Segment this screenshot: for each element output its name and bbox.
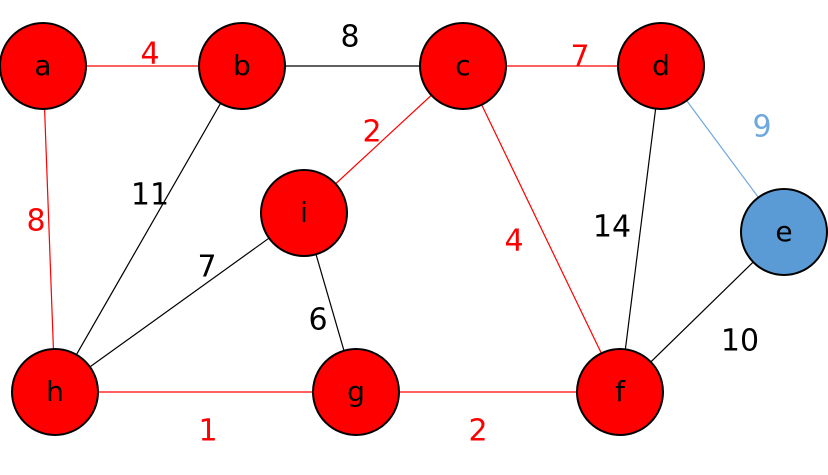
- node-label-c: c: [455, 49, 470, 82]
- edge-d-f: [619, 65, 662, 393]
- edge-a-h: [42, 65, 56, 393]
- edge-weight-c-d: 7: [570, 40, 589, 75]
- node-label-b: b: [233, 49, 251, 82]
- node-label-d: d: [652, 49, 670, 82]
- edge-weight-d-e: 9: [752, 110, 771, 145]
- node-h: [11, 348, 99, 436]
- edge-weight-a-h: 8: [26, 204, 45, 239]
- node-i: [260, 169, 348, 257]
- edge-weight-a-b: 4: [140, 37, 159, 72]
- edge-weight-c-f: 4: [504, 224, 523, 259]
- node-d: [617, 22, 705, 110]
- node-label-g: g: [347, 375, 365, 408]
- node-a: [0, 22, 87, 110]
- edge-weight-e-f: 10: [721, 324, 759, 359]
- node-label-i: i: [300, 196, 308, 229]
- node-label-a: a: [34, 49, 51, 82]
- edge-weight-i-h: 7: [197, 250, 216, 285]
- edge-weight-b-c: 8: [340, 20, 359, 55]
- node-g: [312, 348, 400, 436]
- edge-weight-g-f: 2: [468, 414, 487, 449]
- edge-weight-h-g: 1: [198, 414, 217, 449]
- node-b: [198, 22, 286, 110]
- edge-b-h: [54, 65, 243, 393]
- node-label-f: f: [615, 375, 626, 408]
- edge-weight-d-f: 14: [593, 210, 631, 245]
- edge-weight-b-h: 11: [131, 178, 169, 213]
- node-f: [576, 348, 664, 436]
- node-c: [419, 22, 507, 110]
- node-label-e: e: [775, 215, 792, 248]
- edge-weight-c-i: 2: [362, 115, 381, 150]
- edge-i-h: [54, 212, 305, 393]
- edge-weight-i-g: 6: [308, 303, 327, 338]
- edge-c-f: [462, 65, 621, 393]
- node-e: [740, 188, 828, 276]
- node-label-h: h: [46, 375, 64, 408]
